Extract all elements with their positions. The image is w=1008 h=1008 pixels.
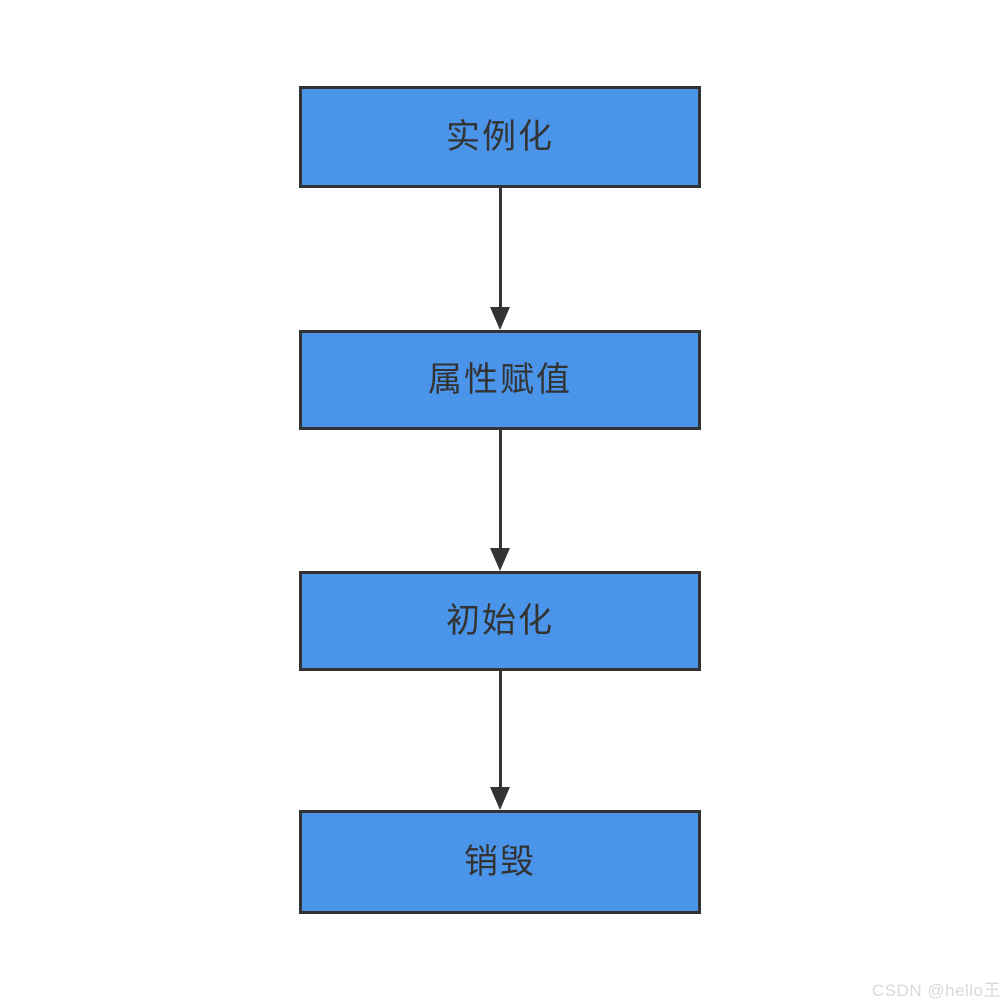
flow-node-instantiate: 实例化 <box>299 86 701 188</box>
flow-node-initialize: 初始化 <box>299 571 701 671</box>
flow-node-property-assignment: 属性赋值 <box>299 330 701 430</box>
arrow-line <box>498 671 502 787</box>
flow-arrow-1 <box>490 188 510 330</box>
flow-node-property-assignment-label: 属性赋值 <box>428 361 572 399</box>
flow-node-instantiate-label: 实例化 <box>446 118 554 156</box>
arrow-line <box>498 430 502 548</box>
arrowhead-down-icon <box>490 787 510 810</box>
arrow-line <box>498 188 502 307</box>
flow-node-initialize-label: 初始化 <box>446 602 554 640</box>
arrowhead-down-icon <box>490 548 510 571</box>
arrowhead-down-icon <box>490 307 510 330</box>
flow-arrow-3 <box>490 671 510 810</box>
flow-node-destroy: 销毁 <box>299 810 701 914</box>
flow-arrow-2 <box>490 430 510 571</box>
flow-node-destroy-label: 销毁 <box>464 843 536 881</box>
watermark: CSDN @hello王 <box>871 981 1001 1000</box>
